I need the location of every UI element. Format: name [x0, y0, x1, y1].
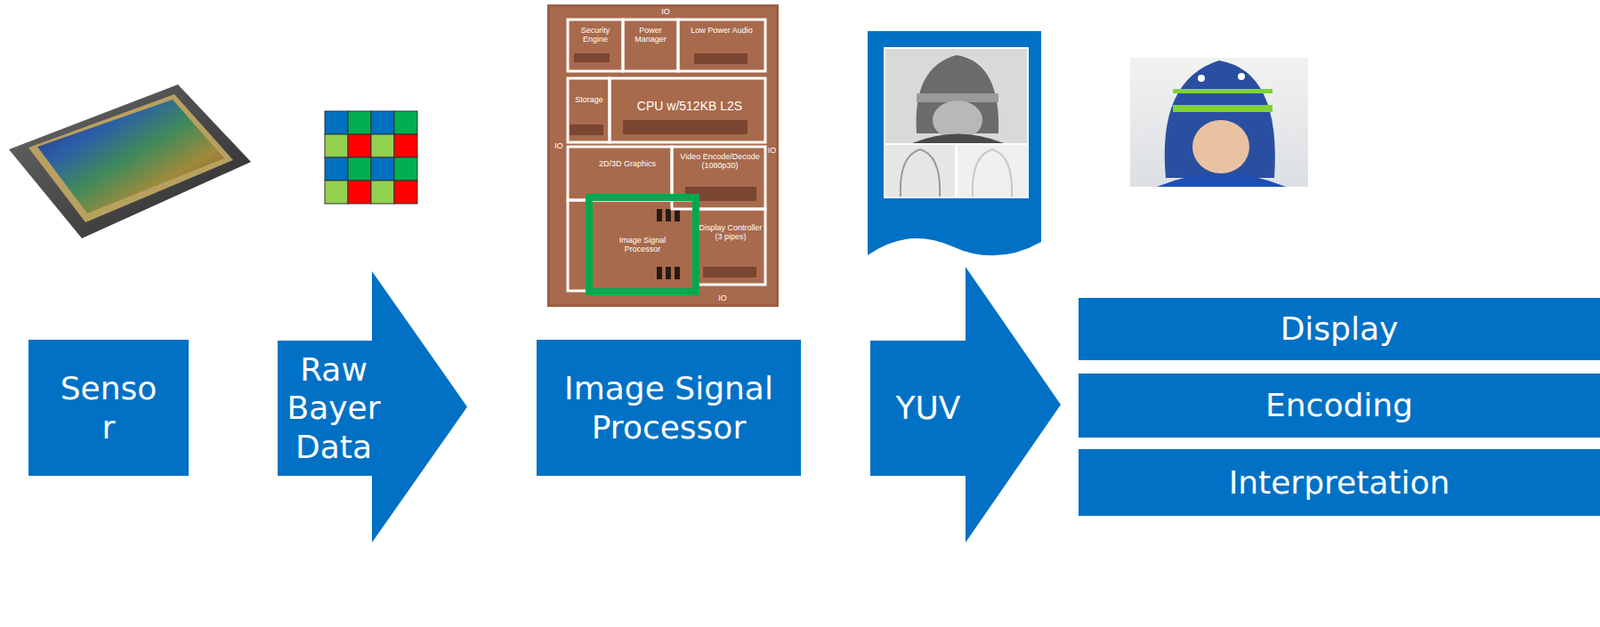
arrow-shape: Raw Bayer Data	[277, 271, 468, 543]
shape-fill	[870, 266, 1061, 543]
shape-fill	[536, 339, 801, 477]
text-area: Image Signal Processor	[536, 339, 801, 477]
text-area: Senso r	[28, 339, 189, 477]
chip-block-label: CPU w/512KB L2S	[622, 99, 757, 114]
chip-block-label: Low Power Audio	[680, 26, 763, 36]
chip-block-label: Video Encode/Decode (1080p30)	[678, 153, 762, 171]
box-label: Display	[1280, 309, 1399, 348]
shape-fill	[1078, 449, 1600, 517]
shape-fill	[1078, 373, 1600, 438]
image-sensor	[8, 84, 251, 239]
chip-block-label: Storage	[569, 96, 609, 106]
process-box: Display	[1078, 298, 1600, 361]
chip-block-label: Security Engine	[570, 26, 621, 45]
box-label: Interpretation	[1228, 463, 1451, 502]
arrow-shape: YUV	[870, 266, 1061, 543]
box-label: YUV	[896, 388, 962, 428]
box-outline	[536, 339, 801, 477]
text-area: Display	[1078, 298, 1600, 361]
box-label: Senso r	[55, 369, 162, 446]
yuv-planes	[867, 31, 1042, 256]
text-area: Encoding	[1078, 373, 1600, 438]
shape-fill	[28, 339, 189, 477]
color-photo	[1130, 57, 1309, 187]
box-label: Encoding	[1265, 386, 1414, 425]
box-label: Image Signal Processor	[544, 369, 794, 446]
shape-fill	[1078, 298, 1600, 361]
process-box: Interpretation	[1078, 449, 1600, 517]
process-box: Image Signal Processor	[536, 339, 801, 477]
chip-block-label: IO	[551, 142, 566, 152]
process-box: Encoding	[1078, 373, 1600, 438]
text-area: Raw Bayer Data	[281, 340, 387, 477]
chip-block-label: Display Controller (3 pipes)	[697, 224, 764, 243]
shape-fill	[277, 271, 468, 543]
bayer-pattern	[324, 111, 418, 204]
text-area: YUV	[870, 340, 986, 477]
process-box: Senso r	[28, 339, 189, 477]
text-area: Interpretation	[1078, 449, 1600, 517]
box-label: Raw Bayer Data	[281, 350, 387, 467]
chip-block-label: Power Manager	[625, 26, 676, 45]
chip-block-label: Image Signal Processor	[601, 236, 684, 255]
chip-block-label: IO	[654, 8, 677, 17]
chip-block-label: 2D/3D Graphics	[591, 160, 663, 170]
chip-block-label: IO	[766, 146, 778, 156]
chip-block-label: IO	[711, 294, 734, 304]
box-outline	[28, 339, 189, 477]
chip-die	[547, 4, 779, 308]
